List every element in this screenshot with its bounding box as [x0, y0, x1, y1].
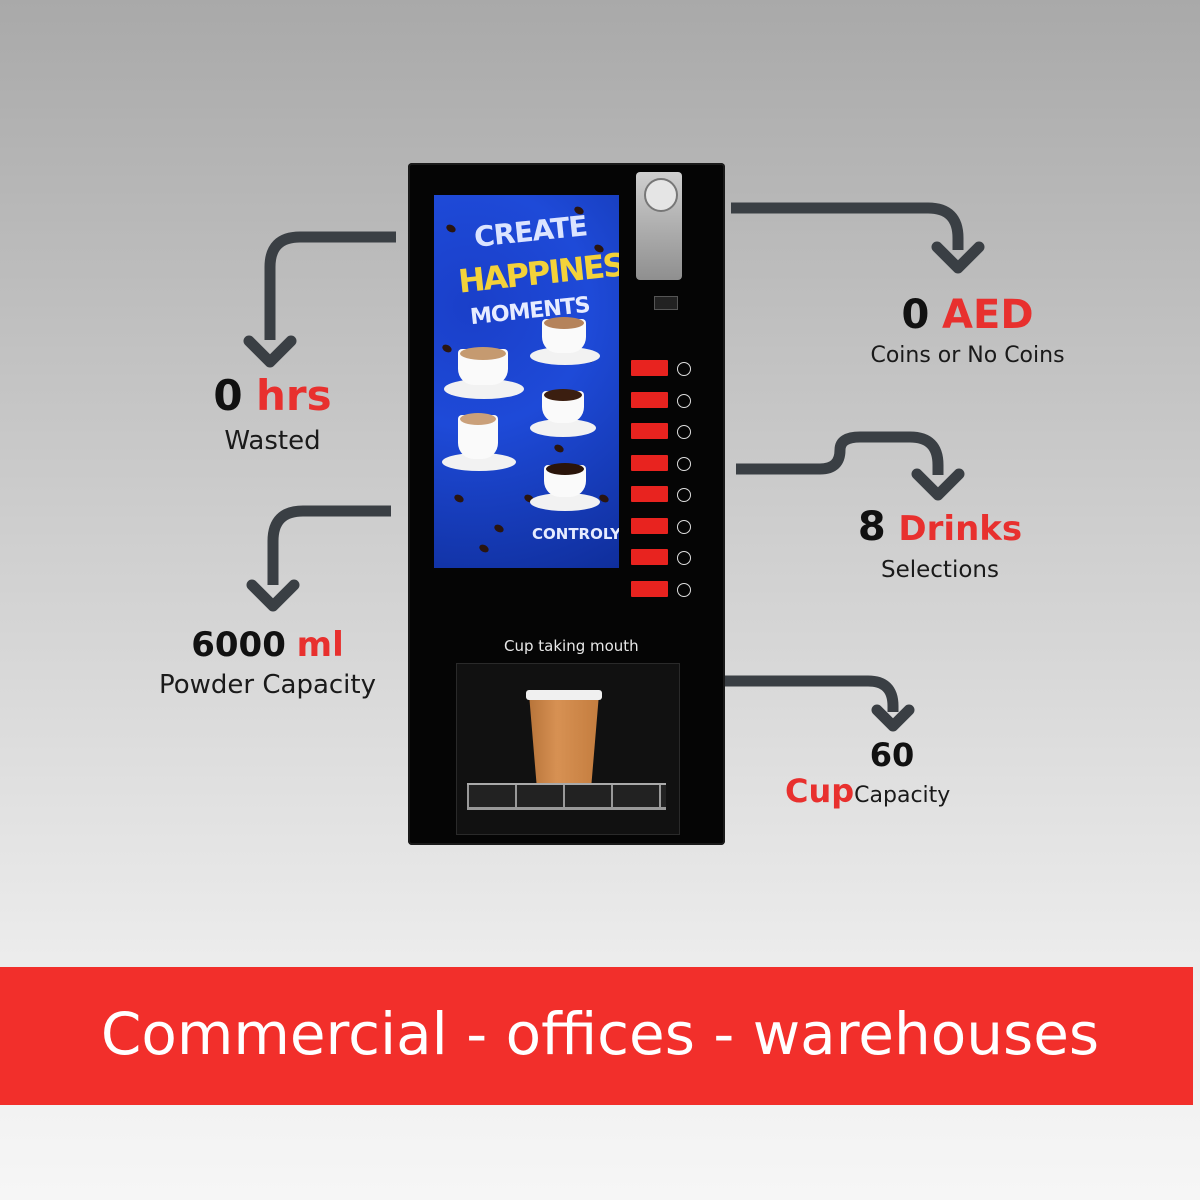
arrow-coins [731, 202, 964, 250]
stat-powder-value: 6000 [191, 625, 286, 665]
stat-powder-capacity: 6000 ml Powder Capacity [140, 622, 395, 702]
stat-drinks-value: 8 [857, 504, 886, 550]
arrowhead-drinks [911, 468, 965, 501]
banner-text: Commercial - offices - warehouses [100, 1000, 1100, 1068]
arrow-drinks [736, 431, 944, 475]
drink-select-icon[interactable] [677, 457, 691, 471]
coffee-cup-image [530, 457, 600, 513]
coffee-cup-image [442, 411, 516, 473]
machine-display [654, 296, 678, 310]
arrow-powder [267, 505, 391, 585]
stat-hours-label: Wasted [224, 426, 321, 456]
stat-cups-value: 60 [869, 736, 915, 774]
stat-cup-capacity: CupCapacity [785, 772, 980, 810]
arrowhead-powder [246, 579, 300, 612]
stat-hours-value: 0 [213, 371, 243, 420]
drink-select-icon[interactable] [677, 362, 691, 376]
drink-selection-button[interactable] [631, 486, 668, 502]
drink-select-icon[interactable] [677, 520, 691, 534]
machine-screen: CREATE HAPPINESS MOMENTS CONTROLY [434, 195, 619, 568]
stat-hours-wasted: 0 hrs Wasted [150, 368, 395, 458]
paper-cup-image [529, 694, 599, 794]
stat-coins: 0 AED Coins or No Coins [860, 288, 1075, 370]
drink-select-icon[interactable] [677, 551, 691, 565]
stat-powder-unit: ml [296, 625, 344, 665]
drink-select-icon[interactable] [677, 425, 691, 439]
stat-cups-unit: Cup [785, 772, 855, 810]
screen-headline-create: CREATE [472, 209, 589, 254]
drink-select-icon[interactable] [677, 583, 691, 597]
stat-coins-value: 0 [901, 292, 930, 338]
stat-drinks-label: Selections [881, 557, 999, 583]
arrow-hours [264, 231, 396, 340]
coffee-cup-image [530, 311, 600, 367]
drip-tray [467, 783, 666, 810]
drink-selection-button[interactable] [631, 360, 668, 376]
drink-selection-button[interactable] [631, 518, 668, 534]
stat-cups-label: Capacity [854, 783, 951, 808]
drink-selection-button[interactable] [631, 549, 668, 565]
paper-cup-rim [526, 690, 602, 700]
drink-selection-button[interactable] [631, 392, 668, 408]
coin-return-knob[interactable] [644, 178, 678, 212]
arrowhead-hours [243, 335, 297, 368]
screen-brand: CONTROLY [532, 525, 619, 543]
drink-select-icon[interactable] [677, 394, 691, 408]
coffee-cup-image [444, 341, 524, 401]
drink-selection-button[interactable] [631, 455, 668, 471]
coffee-cup-image [530, 383, 596, 439]
arrowhead-coins [931, 241, 985, 274]
stat-coins-unit: AED [942, 292, 1034, 338]
stat-hours-unit: hrs [255, 371, 332, 420]
stat-coins-label: Coins or No Coins [870, 343, 1065, 368]
drink-select-icon[interactable] [677, 488, 691, 502]
arrow-cups [570, 675, 899, 712]
drink-selection-button[interactable] [631, 581, 668, 597]
stat-drinks: 8 Drinks Selections [840, 500, 1040, 584]
drink-selection-button[interactable] [631, 423, 668, 439]
cup-mouth-label: Cup taking mouth [504, 637, 639, 655]
footer-banner [0, 967, 1193, 1105]
stat-powder-label: Powder Capacity [158, 670, 376, 700]
arrowhead-cups [871, 704, 915, 732]
stat-drinks-unit: Drinks [898, 509, 1023, 549]
